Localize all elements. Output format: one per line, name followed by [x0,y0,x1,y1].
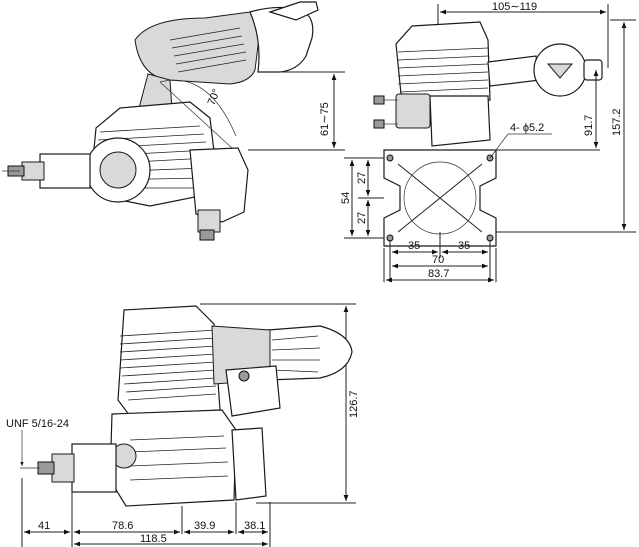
overall-height-label: 126.7 [348,390,360,418]
mount-half-bottom-label: 27 [356,212,368,224]
rear-cover [231,427,267,501]
exhaust-pipe [487,55,541,87]
prop-hub-lower [71,443,117,493]
needle-valve [238,370,250,382]
cooling-fins-lower [119,329,217,401]
height-b-label: 157.2 [611,108,623,136]
angle-arc [159,79,237,137]
rear-view-mount: 105∼119 4- ϕ5.2 91. [340,1,636,283]
len-prop-label: 41 [38,520,50,532]
cooling-fins-right [397,47,489,93]
mount-hole-tl [386,154,394,162]
cylinder-top [395,21,491,105]
muffler-body [134,11,262,85]
exhaust-cone-slots [271,335,321,373]
side-view-lower: 126.7 UNF 5/16-24 [6,303,360,547]
spacing-label: 70 [432,254,444,266]
flange-width-label: 83.7 [428,268,449,280]
side-view-angled-muffler: 70° 61∼75 [2,1,345,241]
prop-hub [39,153,91,189]
mount-holes-label: 4- ϕ5.2 [510,122,544,134]
muffler-range-label: 61∼75 [319,102,331,136]
carburetor-lower [225,365,281,417]
prop-washer-lower [51,453,75,483]
carb-body-right [395,93,431,129]
len-c-label: 39.9 [194,520,215,532]
height-a-label: 91.7 [583,115,595,136]
exhaust-cone [267,325,353,381]
mount-half-top-label: 27 [356,172,368,184]
half-right-label: 35 [458,240,470,252]
angle-ref-line [159,81,233,149]
half-left-label: 35 [408,240,420,252]
needle-knob-top [373,95,385,105]
len-b-label: 78.6 [112,520,133,532]
muffler-outlet [583,59,603,81]
prop-washer [21,161,45,181]
len-total-label: 118.5 [140,533,167,545]
mount-total-label: 54 [340,192,352,204]
exhaust-range-label: 105∼119 [492,1,537,13]
carb-base [197,209,221,233]
fuel-nipple [199,229,215,241]
thread-label: UNF 5/16-24 [6,418,69,430]
crankcase-logo-plate [99,151,137,189]
crankcase-rear [429,95,491,147]
angle-label: 70° [206,87,223,107]
hole-leader [489,133,509,159]
crankcase-ribs [129,435,229,481]
prop-nut-lower [37,461,55,475]
muffler-emblem [546,63,574,79]
muffler-slots [169,27,247,73]
len-d-label: 38.1 [244,520,265,532]
carburetor-left [189,147,249,223]
muffler-outlet-pipe [268,1,319,21]
needle-knob-bottom [373,119,385,129]
